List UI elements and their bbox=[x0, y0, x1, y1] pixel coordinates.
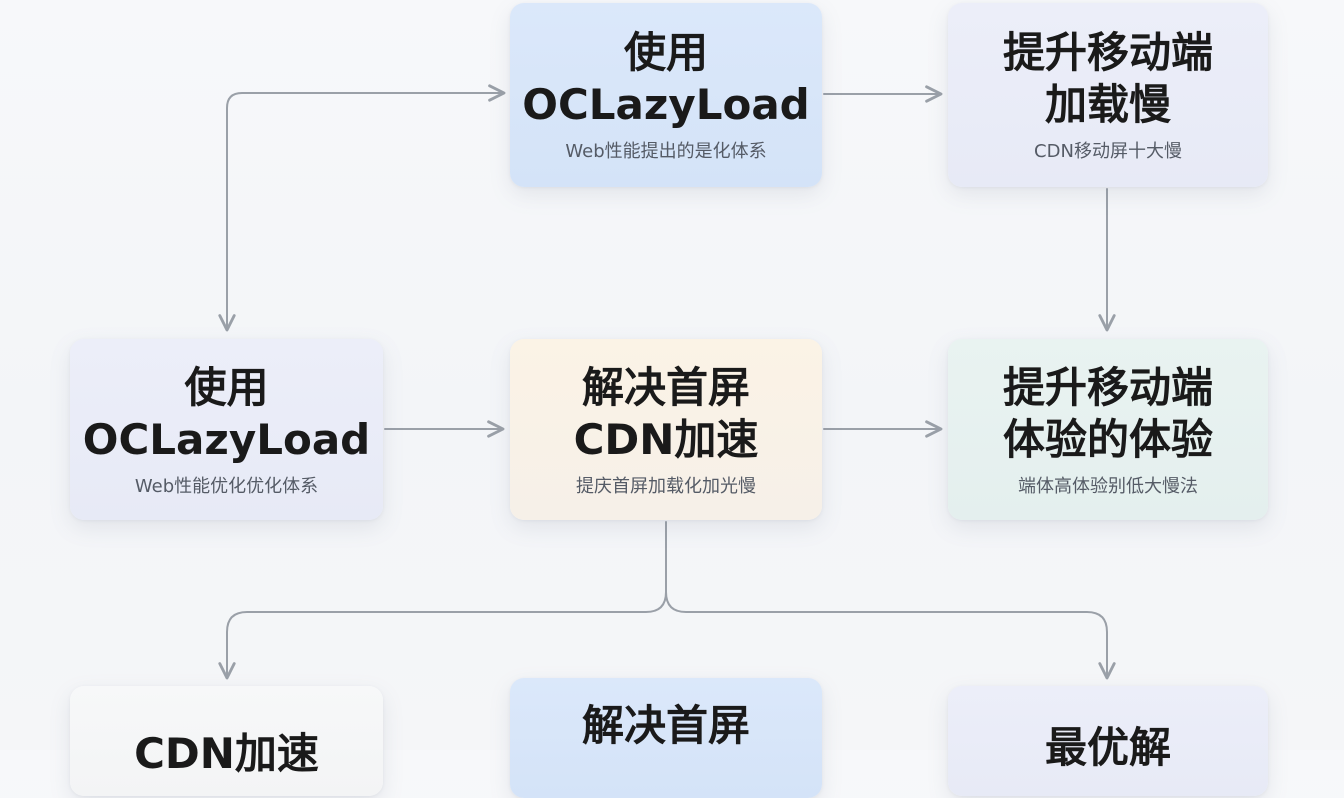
node-cdn-acceleration: CDN加速 bbox=[70, 686, 383, 796]
node-solve-first-screen: 解决首屏 bbox=[510, 678, 822, 798]
node-use-oclazyload-left: 使用 OCLazyLoad Web性能优化优化体系 bbox=[70, 339, 383, 520]
flow-diagram: 使用 OCLazyLoad Web性能提出的是化体系 提升移动端 加载慢 CDN… bbox=[70, 3, 1268, 798]
node-title: 最优解 bbox=[1044, 723, 1171, 772]
node-subtitle: CDN移动屏十大慢 bbox=[1034, 141, 1182, 162]
node-title: CDN加速 bbox=[134, 729, 319, 778]
node-title: 使用 OCLazyLoad bbox=[82, 362, 371, 464]
node-improve-mobile-experience: 提升移动端 体验的体验 端体高体验别低大慢法 bbox=[948, 339, 1268, 520]
node-title: 提升移动端 加载慢 bbox=[1002, 28, 1213, 129]
connector-n3-to-n1 bbox=[226, 84, 506, 326]
connector-n4-split-left bbox=[218, 521, 667, 680]
node-subtitle: 提庆首屏加载化加光慢 bbox=[576, 475, 756, 497]
node-optimal-solution: 最优解 bbox=[948, 686, 1268, 796]
connector-n4-split-right bbox=[665, 591, 1116, 680]
node-first-screen-cdn: 解决首屏 CDN加速 提庆首屏加载化加光慢 bbox=[510, 339, 822, 520]
node-improve-mobile-loading: 提升移动端 加载慢 CDN移动屏十大慢 bbox=[948, 3, 1268, 187]
node-subtitle: Web性能优化优化体系 bbox=[134, 475, 319, 497]
node-use-oclazyload-top: 使用 OCLazyLoad Web性能提出的是化体系 bbox=[510, 3, 822, 187]
node-title: 使用 OCLazyLoad bbox=[522, 28, 810, 129]
node-subtitle: Web性能提出的是化体系 bbox=[565, 141, 767, 162]
node-title: 解决首屏 bbox=[581, 701, 750, 750]
node-title: 提升移动端 体验的体验 bbox=[1002, 362, 1213, 464]
node-title: 解决首屏 CDN加速 bbox=[573, 362, 759, 464]
connectors bbox=[218, 84, 1116, 680]
node-subtitle: 端体高体验别低大慢法 bbox=[1018, 475, 1198, 497]
